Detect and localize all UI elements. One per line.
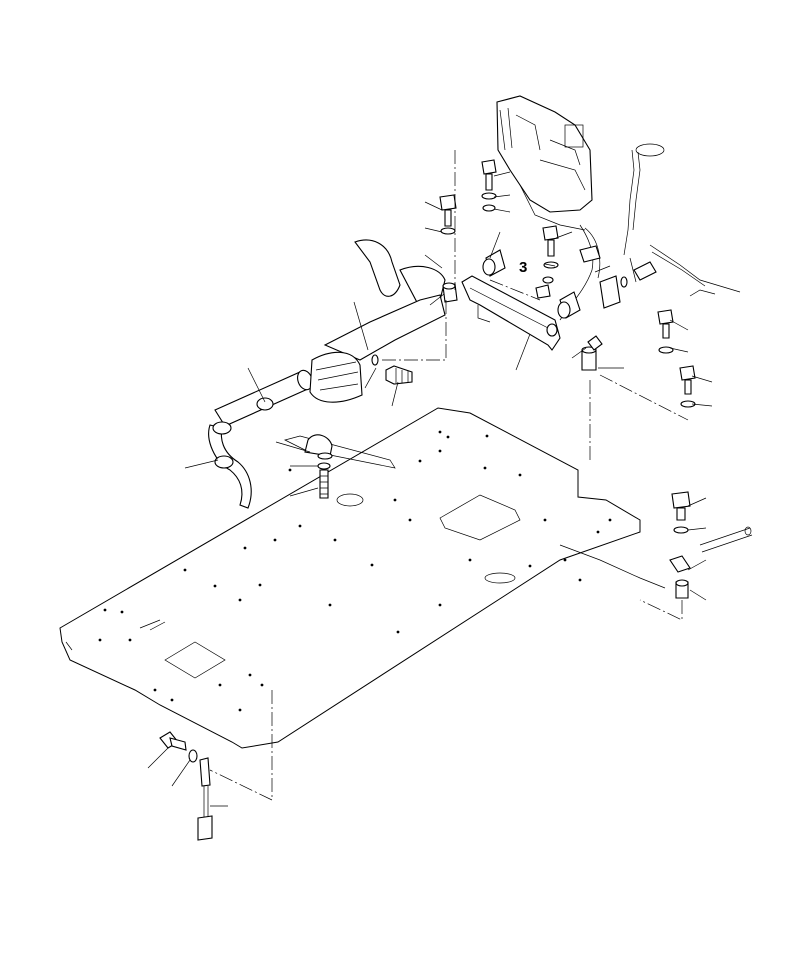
- plate-hole: [336, 493, 364, 507]
- floor-plate: [59, 407, 641, 749]
- center-bracket: [461, 275, 561, 351]
- leader-lines: [147, 171, 713, 807]
- plate-slot: [284, 435, 396, 469]
- tie-rod-bottom: [197, 757, 213, 841]
- bolt-stack-f: [669, 491, 691, 599]
- hose-clamp: [304, 434, 333, 499]
- harness-right-upper: [623, 143, 741, 297]
- alignment-lines: [209, 150, 689, 801]
- bolt-stack-a: [481, 159, 497, 212]
- plate-cutout-center: [439, 494, 521, 541]
- plate-holes: [98, 430, 612, 712]
- fittings-center: [535, 245, 603, 371]
- pipe-right: [559, 526, 753, 589]
- bolt-stack-b: [439, 194, 457, 235]
- plate-oval-hole: [484, 572, 516, 584]
- cab-tube-left: [208, 239, 446, 509]
- bolt-angled-right: [599, 261, 657, 309]
- bolt-stack-c: [542, 225, 559, 269]
- callout-number-3: 3: [519, 259, 527, 276]
- bolt-stack-e: [679, 365, 696, 408]
- bolt-bottom-left: [159, 731, 198, 763]
- bolt-horizontal-center: [371, 354, 413, 385]
- plate-cutout-left: [164, 641, 226, 679]
- bolt-stack-d: [657, 309, 674, 354]
